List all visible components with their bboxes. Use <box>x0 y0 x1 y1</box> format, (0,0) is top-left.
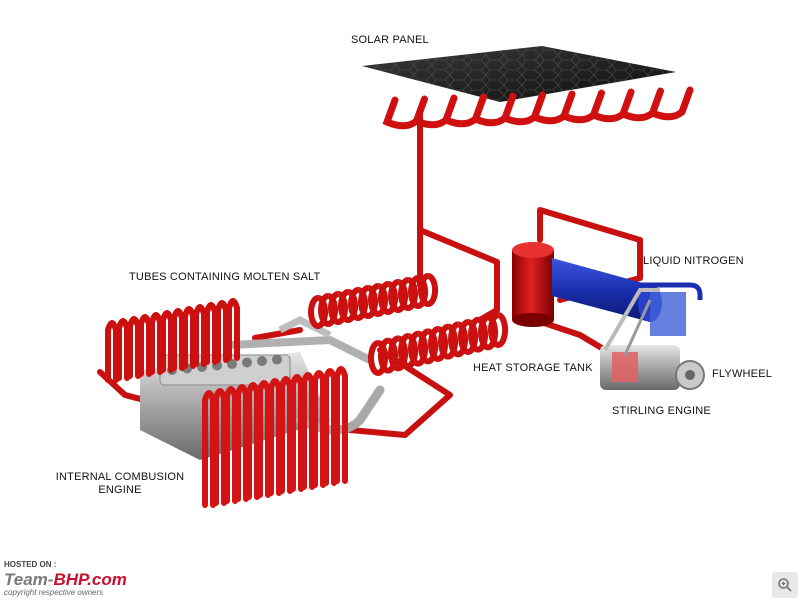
solar-heat-coil <box>382 86 694 130</box>
zoom-icon <box>778 578 792 592</box>
solar-panel <box>362 46 676 102</box>
ice-label: INTERNAL COMBUSION ENGINE <box>55 471 185 497</box>
heat-storage-tank <box>512 242 554 327</box>
solar-panel-label: SOLAR PANEL <box>351 34 429 46</box>
liquid-nitrogen-label: LIQUID NITROGEN <box>643 255 744 267</box>
engine-cylinder <box>272 354 282 365</box>
brand-team: Team- <box>4 570 54 589</box>
brand-logo: Team-BHP.com <box>4 570 127 590</box>
stirling-engine-label: STIRLING ENGINE <box>612 405 711 417</box>
brand-bhp: BHP.com <box>53 570 127 589</box>
hosted-on-text: HOSTED ON : <box>4 560 57 569</box>
flywheel <box>675 360 705 390</box>
zoom-button[interactable] <box>772 572 798 598</box>
molten-salt-tube-lower <box>368 312 509 376</box>
engine-cylinder <box>242 357 252 368</box>
ice-label-line1: INTERNAL COMBUSION <box>55 471 185 483</box>
flywheel-label: FLYWHEEL <box>712 368 773 380</box>
watermark: HOSTED ON : Team-BHP.com copyright respe… <box>4 560 194 598</box>
tubes-label: TUBES CONTAINING MOLTEN SALT <box>129 271 321 283</box>
engine-coil-back <box>105 298 240 383</box>
copyright-text: copyright respective owners <box>4 588 104 597</box>
molten-salt-tube-upper <box>308 273 439 329</box>
engine-cylinder <box>227 359 237 369</box>
engine-cylinder <box>257 356 267 366</box>
stirling-engine <box>600 288 680 390</box>
liquid-nitrogen-tank <box>552 258 703 336</box>
ice-label-line2: ENGINE <box>98 484 142 496</box>
heat-storage-tank-label: HEAT STORAGE TANK <box>473 362 593 374</box>
engine-coil-front <box>202 366 348 508</box>
